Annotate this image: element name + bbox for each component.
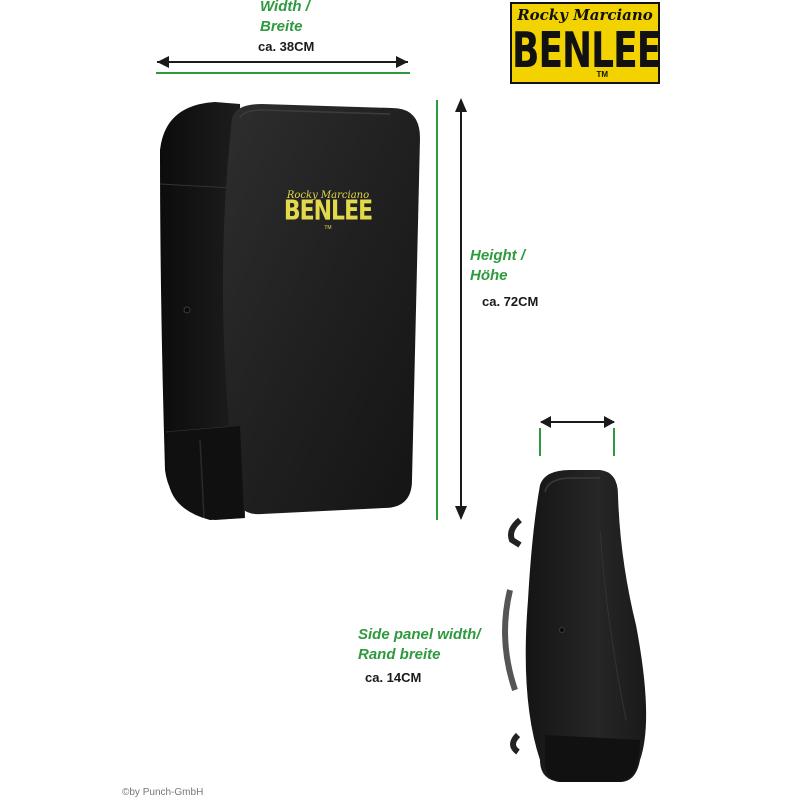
side-value: ca. 14CM bbox=[365, 670, 422, 685]
pad-logo: Rocky Marciano BENLEE TM bbox=[283, 190, 373, 231]
strike-shield-side bbox=[502, 470, 647, 782]
pad-logo-tm: TM bbox=[324, 225, 332, 231]
height-value: ca. 72CM bbox=[482, 294, 539, 309]
width-label-line2: Breite bbox=[260, 18, 303, 35]
width-value: ca. 38CM bbox=[258, 39, 315, 54]
side-label-line2: Rand breite bbox=[358, 646, 441, 663]
pad-logo-name: BENLEE bbox=[283, 195, 373, 227]
strike-shield-front bbox=[159, 102, 420, 520]
brand-logo-script: Rocky Marciano bbox=[517, 6, 653, 24]
side-width-arrow bbox=[539, 416, 615, 456]
brand-logo-tm: TM bbox=[596, 70, 608, 79]
width-label-line1: Width / bbox=[260, 0, 310, 15]
width-arrow bbox=[156, 56, 410, 74]
brand-logo: Rocky Marciano BENLEE TM bbox=[510, 2, 661, 84]
side-label-line1: Side panel width/ bbox=[358, 626, 481, 643]
side-label: Side panel width/ Rand breite bbox=[358, 625, 481, 665]
height-label-line1: Height / bbox=[470, 247, 525, 264]
copyright-text: ©by Punch-GmbH bbox=[122, 787, 204, 798]
pad-logo-script: Rocky Marciano bbox=[286, 190, 370, 201]
brand-logo-name: BENLEE bbox=[512, 24, 661, 80]
height-label-line2: Höhe bbox=[470, 267, 508, 284]
height-label: Height / Höhe bbox=[470, 246, 525, 286]
height-arrow bbox=[436, 98, 467, 520]
width-label: Width / Breite bbox=[260, 0, 310, 37]
